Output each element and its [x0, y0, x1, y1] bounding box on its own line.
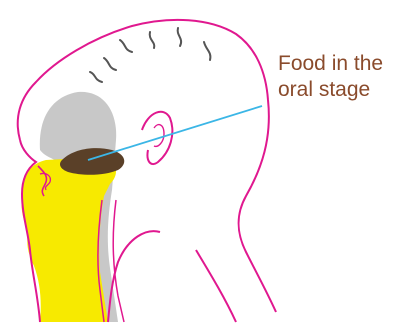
hair-strokes: [90, 28, 210, 82]
neck-back-outline: [196, 250, 236, 322]
annotation-label-line1: Food in the: [278, 52, 383, 75]
ear-inner: [154, 125, 164, 147]
annotation-label-line2: oral stage: [278, 78, 370, 101]
annotation-label: Food in the oral stage: [278, 52, 389, 101]
